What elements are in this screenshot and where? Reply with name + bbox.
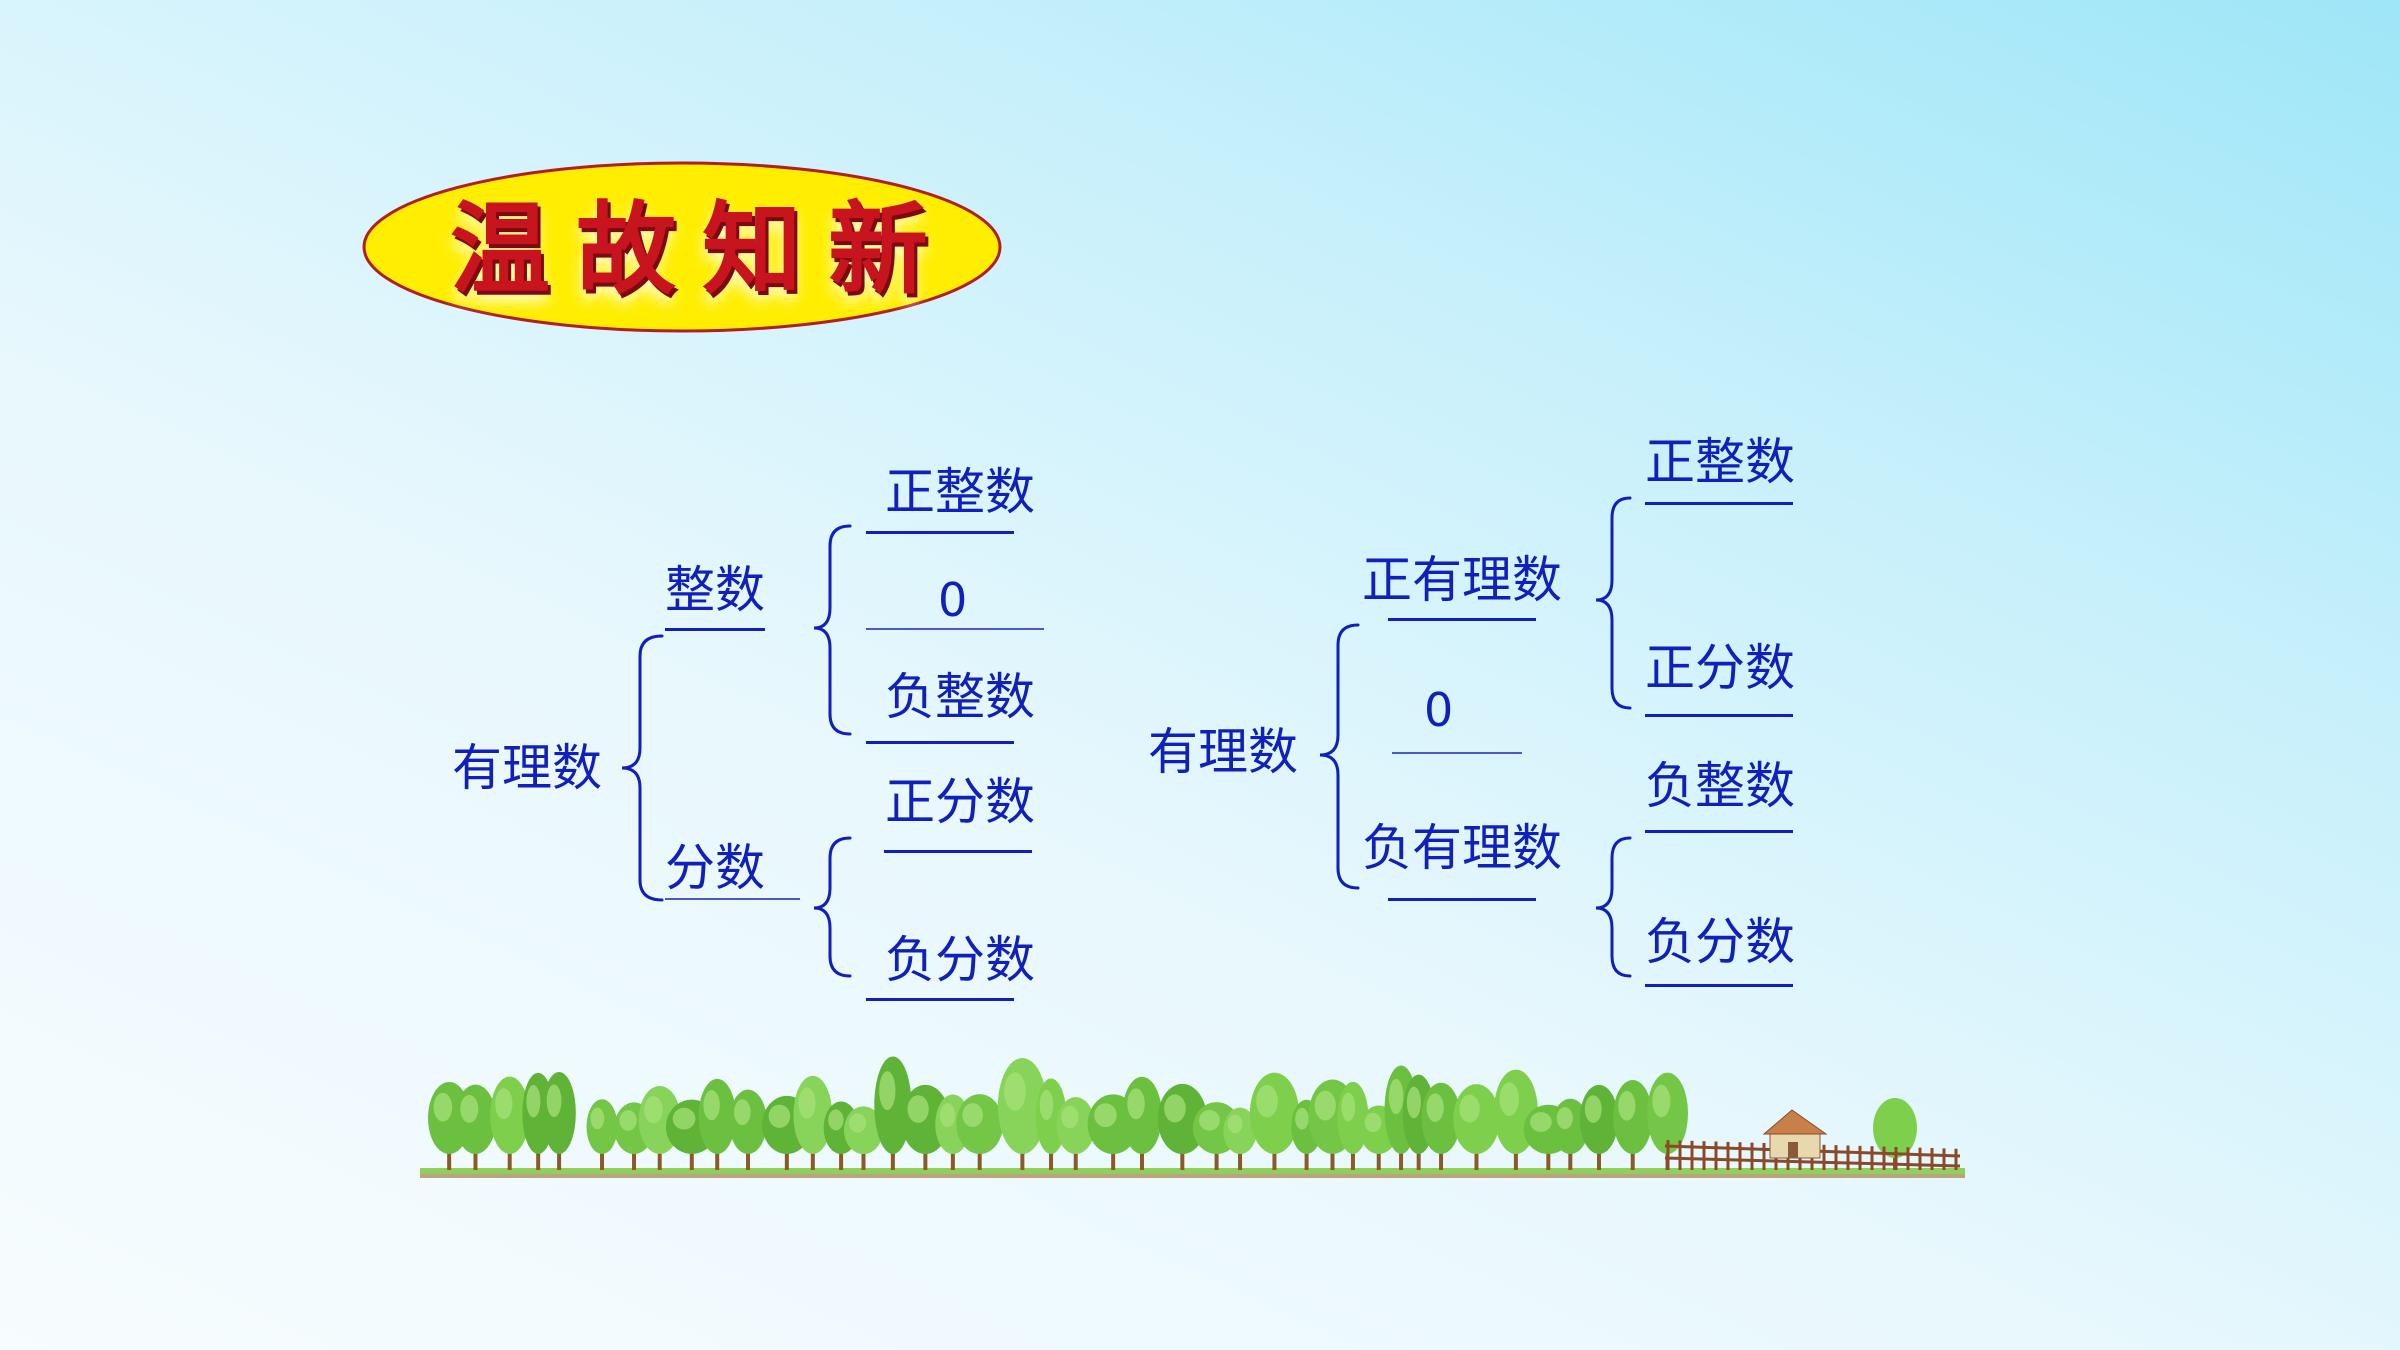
tree-icon [1056, 1097, 1096, 1170]
tree-icon [997, 1058, 1047, 1170]
tree-icon [1551, 1098, 1589, 1170]
grass-strip [420, 1168, 1965, 1176]
tree-group [428, 1056, 1917, 1170]
tree-icon [1249, 1072, 1300, 1170]
right-zero: 0 [1424, 683, 1454, 737]
tree-icon [586, 1099, 618, 1170]
tree-icon [454, 1084, 497, 1170]
left-positive-fraction-underline [884, 850, 1032, 853]
right-negative-fraction-underline [1645, 984, 1793, 987]
title: 温故知新 [450, 191, 954, 308]
tree-icon [1223, 1107, 1257, 1170]
house-icon [1762, 1109, 1828, 1159]
right-positive-fraction-underline [1645, 714, 1793, 717]
tree-icon [843, 1106, 884, 1170]
tree-icon [1579, 1084, 1619, 1170]
right-negative-label: 负有理数 [1362, 819, 1562, 877]
left-negative-integer: 负整数 [885, 668, 1035, 726]
tree-icon [956, 1094, 1004, 1170]
fence-icon [1664, 1140, 1961, 1170]
right-positive-fraction: 正分数 [1645, 639, 1795, 697]
left-negative-fraction-underline [866, 998, 1014, 1001]
right-negative-integer-underline [1645, 830, 1793, 833]
left-fraction-label: 分数 [665, 839, 765, 897]
tree-icon [490, 1076, 530, 1170]
left-zero-underline [866, 628, 1044, 630]
left-integer-underline [665, 628, 765, 631]
tree-icon [1453, 1084, 1500, 1170]
tree-icon [1613, 1079, 1653, 1170]
left-positive-fraction: 正分数 [885, 773, 1035, 831]
brace-left-fraction [813, 836, 852, 978]
tree-icon [793, 1075, 833, 1170]
left-integer-label: 整数 [665, 561, 765, 619]
tree-icon [1122, 1076, 1162, 1170]
right-negative-fraction: 负分数 [1645, 913, 1795, 971]
left-fraction-underline [665, 898, 800, 900]
right-negative-underline [1388, 898, 1536, 901]
title-badge [362, 161, 1002, 333]
tree-icon [874, 1056, 912, 1170]
right-zero-underline [1392, 752, 1522, 754]
brace-right-negative [1595, 836, 1632, 978]
tree-icon [542, 1072, 576, 1170]
brace-right-root [1319, 623, 1360, 890]
right-root-label: 有理数 [1148, 723, 1298, 781]
left-root-label: 有理数 [452, 739, 602, 797]
brace-right-positive [1595, 496, 1632, 710]
tree-icon [1421, 1082, 1461, 1170]
right-positive-integer: 正整数 [1645, 433, 1795, 491]
right-positive-label: 正有理数 [1362, 551, 1562, 609]
ground-strip [420, 1174, 1965, 1178]
right-positive-integer-underline [1645, 502, 1793, 505]
brace-left-root [621, 634, 664, 902]
left-negative-integer-underline [866, 741, 1014, 744]
tree-icon [698, 1078, 736, 1170]
left-positive-integer: 正整数 [885, 463, 1035, 521]
brace-left-integer [813, 524, 852, 736]
tree-icon [729, 1089, 767, 1170]
left-positive-integer-underline [866, 531, 1014, 534]
left-negative-fraction: 负分数 [885, 931, 1035, 989]
right-negative-integer: 负整数 [1645, 757, 1795, 815]
right-positive-underline [1388, 618, 1536, 621]
scenery-tree-line [420, 1056, 1965, 1178]
left-zero: 0 [938, 573, 968, 627]
